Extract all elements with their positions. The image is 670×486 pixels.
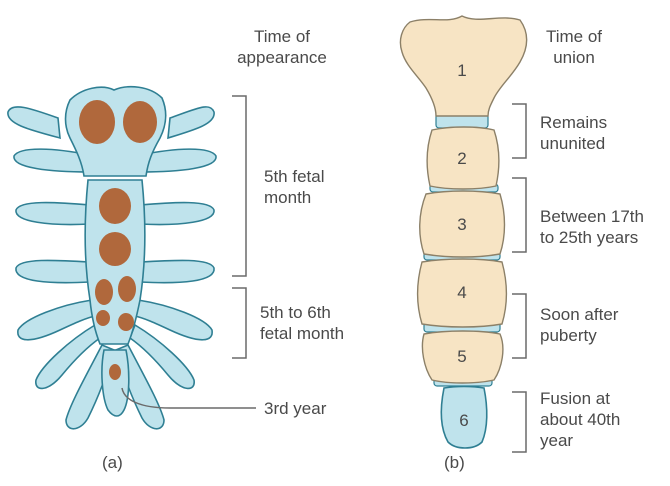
panel-a-heading-line2: appearance xyxy=(222,47,342,68)
segment-number-5: 5 xyxy=(452,346,472,367)
panel-b-label-4-line3: year xyxy=(540,430,620,451)
segment-number-6: 6 xyxy=(454,410,474,431)
panel-a-label-1-line2: month xyxy=(264,187,325,208)
xiphoid-cartilage xyxy=(102,350,129,416)
panel-a-heading: Time of appearance xyxy=(222,26,342,68)
panel-b-label-1: Remains ununited xyxy=(540,112,607,154)
panel-b-brackets xyxy=(512,104,526,452)
panel-b-label-4: Fusion at about 40th year xyxy=(540,388,620,451)
panel-b-label-3: Soon after puberty xyxy=(540,304,618,346)
panel-a-caption: (a) xyxy=(102,452,123,473)
panel-a-pointer-label: 3rd year xyxy=(264,398,326,419)
panel-a-label-1: 5th fetal month xyxy=(264,166,325,208)
segment-number-2: 2 xyxy=(452,148,472,169)
panel-b-label-3-line1: Soon after xyxy=(540,304,618,325)
panel-b-label-2: Between 17th to 25th years xyxy=(540,206,644,248)
panel-b-label-1-line1: Remains xyxy=(540,112,607,133)
segment-number-1: 1 xyxy=(452,60,472,81)
panel-b-label-2-line2: to 25th years xyxy=(540,227,644,248)
panel-b-label-2-line1: Between 17th xyxy=(540,206,644,227)
panel-b-heading-line2: union xyxy=(524,47,624,68)
panel-b-caption: (b) xyxy=(444,452,465,473)
panel-b-label-1-line2: ununited xyxy=(540,133,607,154)
panel-a-label-2-line1: 5th to 6th xyxy=(260,302,344,323)
panel-b-heading-line1: Time of xyxy=(524,26,624,47)
panel-a-label-1-line1: 5th fetal xyxy=(264,166,325,187)
segment-number-4: 4 xyxy=(452,282,472,303)
panel-b-heading: Time of union xyxy=(524,26,624,68)
segment-number-3: 3 xyxy=(452,214,472,235)
panel-b-label-4-line2: about 40th xyxy=(540,409,620,430)
panel-b-label-4-line1: Fusion at xyxy=(540,388,620,409)
panel-b-label-3-line2: puberty xyxy=(540,325,618,346)
panel-a-label-2-line2: fetal month xyxy=(260,323,344,344)
panel-a-sternum-cartilage xyxy=(8,87,216,429)
panel-a-label-2: 5th to 6th fetal month xyxy=(260,302,344,344)
panel-a-heading-line1: Time of xyxy=(222,26,342,47)
